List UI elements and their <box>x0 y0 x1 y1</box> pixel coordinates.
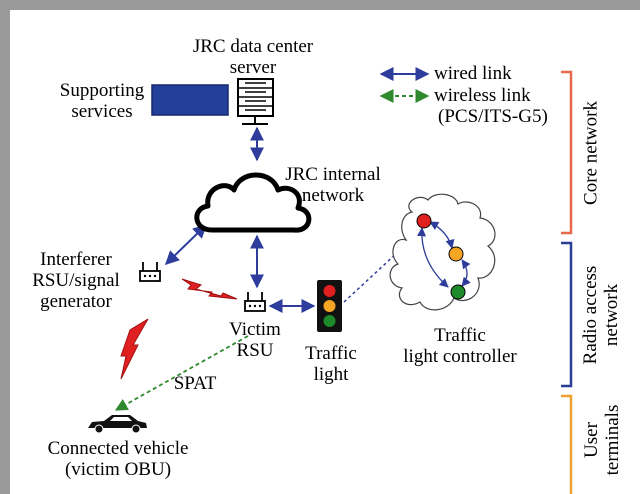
vehicle-label: Connected vehicle (victim OBU) <box>28 438 208 480</box>
vehicle-label-line2: (victim OBU) <box>64 459 172 480</box>
tier-radio-label: Radio access network <box>580 266 622 365</box>
controller-cloud <box>389 193 496 311</box>
tier-user-line2: terminals <box>602 404 623 476</box>
traffic-light-label-line2: light <box>313 364 349 385</box>
interferer-label-line1: Interferer <box>40 249 112 270</box>
supporting-label-line1: Supporting <box>59 80 145 101</box>
link-trafficlight-controller <box>343 251 399 303</box>
traffic-light-label: Traffic light <box>296 343 366 385</box>
victim-rsu-label-line1: Victim <box>229 319 281 340</box>
vehicle-label-line1: Connected vehicle <box>47 438 189 459</box>
internal-network-label-line2: network <box>301 185 365 206</box>
tier-radio-line1: Radio access <box>580 265 601 365</box>
controller-amber-node <box>448 246 464 262</box>
legend-wired-label: wired link <box>434 63 512 84</box>
interferer-antenna-icon <box>139 262 161 282</box>
interferer-label-line2: RSU/signal <box>32 270 120 291</box>
server-icon <box>237 78 274 125</box>
tier-core-text: Core network <box>580 101 602 205</box>
link-cloud-interferer <box>164 224 208 265</box>
victim-rsu-label: Victim RSU <box>220 319 290 361</box>
supporting-services-label: Supporting services <box>52 80 152 122</box>
spat-wireless-link <box>114 335 249 411</box>
connected-vehicle-icon <box>88 415 147 434</box>
core-network-bracket <box>561 70 573 235</box>
victim-rsu-antenna-icon <box>244 292 266 312</box>
internal-network-label-line1: JRC internal <box>285 164 381 185</box>
jrc-server-label-line2: server <box>229 57 277 78</box>
user-terminals-bracket <box>561 394 573 494</box>
tl-controller-label: Traffic light controller <box>385 325 535 367</box>
internal-network-cloud <box>194 172 312 233</box>
traffic-light-icon <box>317 280 342 332</box>
tier-radio-line2: network <box>601 283 622 347</box>
internal-network-label: JRC internal network <box>278 164 388 206</box>
victim-rsu-label-line2: RSU <box>236 340 274 361</box>
tier-user-label: User terminals <box>581 405 623 476</box>
interferer-label-line3: generator <box>40 291 112 312</box>
radio-access-bracket <box>561 241 573 388</box>
tier-user-line1: User <box>581 422 602 458</box>
interferer-label: Interferer RSU/signal generator <box>20 249 132 312</box>
supporting-services-device <box>151 84 229 116</box>
jrc-server-label: JRC data center server <box>188 36 318 78</box>
legend-wireless-sub-label: (PCS/ITS-G5) <box>438 106 548 127</box>
supporting-label-line2: services <box>71 101 133 122</box>
spat-label-text: SPAT <box>173 373 217 394</box>
controller-red-node <box>416 213 432 229</box>
spat-label: SPAT <box>165 373 225 394</box>
jrc-server-label-line1: JRC data center <box>192 36 314 57</box>
interference-bolt-icon <box>181 278 238 300</box>
traffic-light-label-line1: Traffic <box>305 343 357 364</box>
tl-controller-label-line2: light controller <box>403 346 517 367</box>
tl-controller-label-line1: Traffic <box>434 325 486 346</box>
tier-core-label: Core network <box>581 101 602 205</box>
interference-bolt-icon <box>120 318 149 380</box>
controller-green-node <box>450 284 466 300</box>
legend-wireless-label: wireless link <box>434 85 531 106</box>
